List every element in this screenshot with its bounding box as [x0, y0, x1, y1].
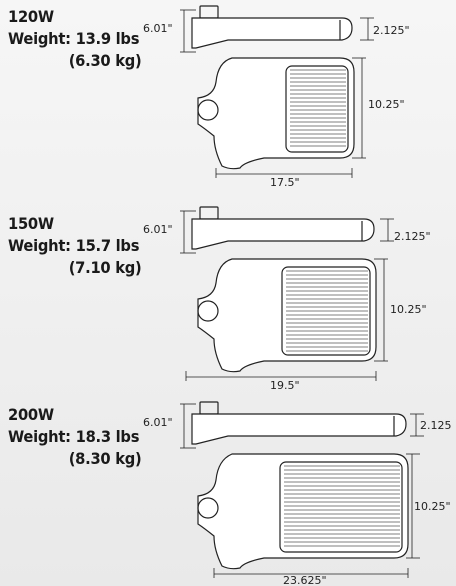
- dim-height-label: 6.01": [143, 22, 173, 35]
- weight-kg-label: (7.10 kg): [68, 258, 142, 277]
- fixture-port-circle: [197, 497, 219, 519]
- fixture-drawing-200w: 6.01" 2.125 10.25" 23.625": [143, 401, 452, 586]
- weight-kg-label: (8.30 kg): [68, 449, 142, 468]
- weight-kg-label: (6.30 kg): [68, 51, 142, 70]
- fixture-side-view: [191, 218, 375, 250]
- dim-width-label: 10.25": [368, 98, 405, 111]
- dim-arm-height-label: 2.125: [420, 419, 452, 432]
- weight-label: Weight: 15.7 lbs: [8, 236, 140, 255]
- spec-label-block: 150W Weight: 15.7 lbs (7.10 kg): [8, 213, 142, 279]
- fixture-port-circle: [197, 300, 219, 322]
- wattage-label: 200W: [8, 405, 54, 424]
- dim-length-label: 23.625": [283, 574, 327, 586]
- weight-label: Weight: 13.9 lbs: [8, 29, 140, 48]
- fixture-side-view: [191, 17, 353, 49]
- dim-height-label: 6.01": [143, 416, 173, 429]
- fixture-port-circle: [197, 99, 219, 121]
- wattage-label: 120W: [8, 7, 54, 26]
- fixture-mount-cap: [199, 401, 219, 415]
- dim-length-label: 17.5": [270, 176, 300, 189]
- dim-length-label: 19.5": [270, 379, 300, 392]
- weight-label: Weight: 18.3 lbs: [8, 427, 140, 446]
- dim-width-label: 10.25": [390, 303, 427, 316]
- fixture-side-view: [191, 413, 407, 445]
- dim-arm-height-label: 2.125": [394, 230, 431, 243]
- wattage-label: 150W: [8, 214, 54, 233]
- dim-width-label: 10.25": [414, 500, 451, 513]
- fixture-mount-cap: [199, 5, 219, 19]
- spec-label-block: 200W Weight: 18.3 lbs (8.30 kg): [8, 404, 142, 470]
- spec-label-block: 120W Weight: 13.9 lbs (6.30 kg): [8, 6, 142, 72]
- dim-arm-height-label: 2.125": [373, 24, 410, 37]
- fixture-drawing-120w: 6.01" 2.125" 10.25" 17.5": [143, 5, 410, 189]
- fixture-top-view: [197, 453, 409, 570]
- fixture-drawing-150w: 6.01" 2.125" 10.25" 19.5": [143, 206, 431, 392]
- spec-section-120w: 120W Weight: 13.9 lbs (6.30 kg) 6.01" 2.…: [0, 0, 456, 195]
- spec-section-150w: 150W Weight: 15.7 lbs (7.10 kg) 6.01" 2.…: [0, 195, 456, 392]
- spec-section-200w: 200W Weight: 18.3 lbs (8.30 kg) 6.01" 2.…: [0, 390, 456, 586]
- dim-height-label: 6.01": [143, 223, 173, 236]
- fixture-mount-cap: [199, 206, 219, 220]
